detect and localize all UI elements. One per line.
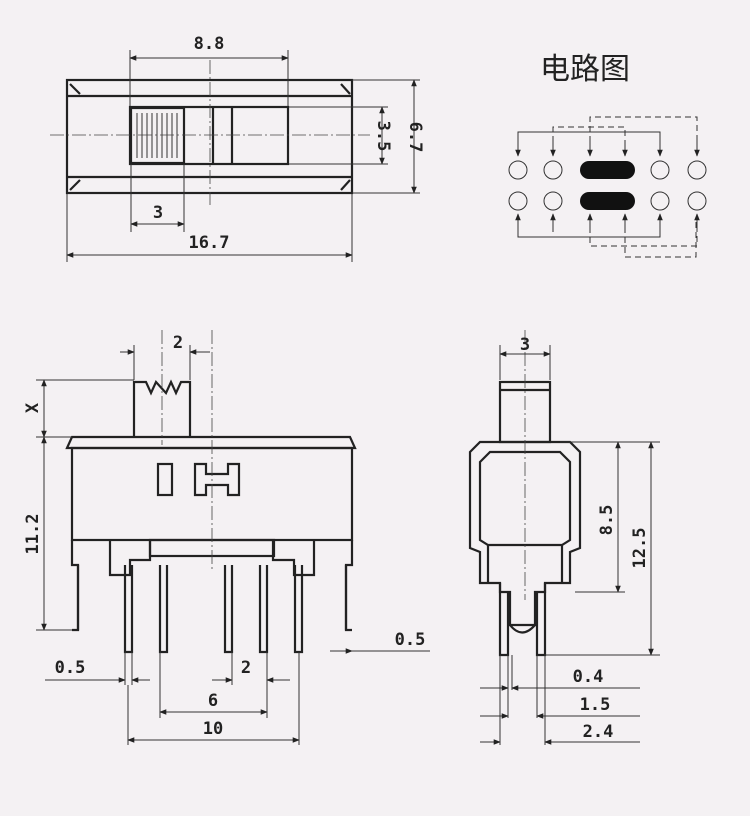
dim-front-body-height: 11.2	[23, 514, 43, 555]
front-top-flange	[65, 435, 357, 450]
contact-arrows	[515, 140, 700, 232]
dim-top-total-length: 16.7	[189, 233, 230, 253]
circuit-title: 电路图	[540, 52, 630, 87]
dim-side-total-height: 12.5	[630, 528, 650, 569]
front-pins	[72, 565, 352, 654]
dim-side-pin-span: 2.4	[583, 722, 614, 742]
side-body	[468, 440, 582, 627]
dim-side-knob-width: 3	[520, 335, 530, 355]
dim-top-inner-height: 3.5	[373, 121, 393, 152]
top-view-body	[65, 78, 354, 195]
front-view: 2 X 11.2 0.5 2 0.5 6	[23, 330, 430, 745]
dim-front-pin-width-left: 0.5	[55, 658, 86, 678]
dim-top-width: 8.8	[194, 34, 225, 54]
slider-contact-lower	[580, 192, 635, 210]
dim-front-pin-pitch: 2	[241, 658, 251, 678]
dim-top-outer-height: 6.7	[405, 122, 425, 153]
circuit-diagram: 电路图	[508, 52, 707, 258]
dim-top-knob-width: 3	[153, 203, 163, 223]
side-view: 3 8.5 12.5 0.4 1.5 2.4	[468, 330, 660, 745]
slide-slot	[128, 105, 290, 166]
dim-front-pin-width-right: 0.5	[395, 630, 426, 650]
top-view: 8.8 3.5 6.7 3 16.7	[50, 34, 425, 262]
dim-front-knob-width: 2	[173, 333, 183, 353]
dim-side-pin-thickness: 0.4	[573, 667, 604, 687]
dim-front-pin-span-outer: 10	[203, 719, 223, 739]
contact-circles	[508, 160, 707, 211]
dim-front-knob-height: X	[23, 402, 43, 413]
dim-side-body-height: 8.5	[597, 505, 617, 536]
dim-side-pin-offset: 1.5	[580, 695, 611, 715]
slide-knob	[129, 106, 186, 165]
slider-contact-upper	[580, 161, 635, 179]
front-knob	[132, 379, 192, 437]
side-pins	[498, 583, 547, 657]
dim-front-pin-span-inner: 6	[208, 691, 218, 711]
